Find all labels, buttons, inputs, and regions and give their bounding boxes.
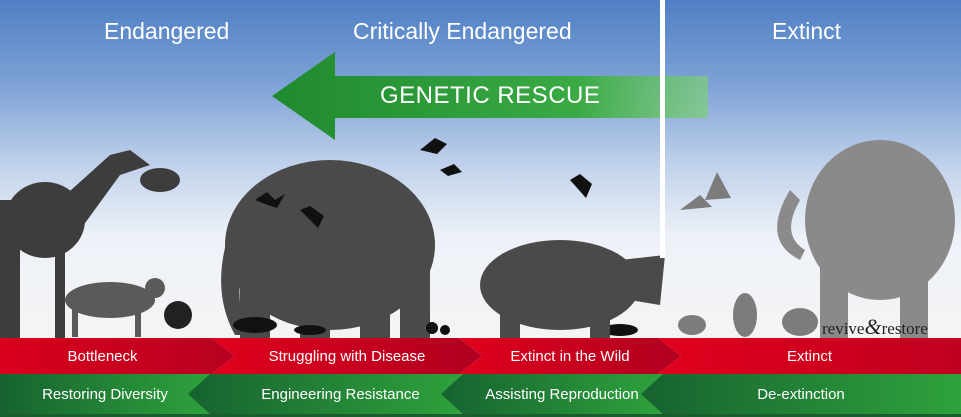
heading-critically-endangered: Critically Endangered: [353, 18, 572, 44]
solution-assisting-reproduction: Assisting Reproduction: [441, 374, 663, 414]
heading-endangered: Endangered: [104, 18, 230, 44]
animal-silhouettes: [0, 52, 955, 338]
stage-bottleneck: Bottleneck: [0, 338, 235, 374]
heading-extinct: Extinct: [772, 18, 842, 44]
cheetah-silhouette: [65, 278, 165, 337]
solution-label: Engineering Resistance: [261, 385, 420, 403]
stage-struggling-with-disease: Struggling with Disease: [212, 338, 482, 374]
stage-label: Extinct: [786, 347, 832, 365]
solutions-bar: Restoring Diversity Engineering Resistan…: [0, 374, 961, 414]
stage-label: Bottleneck: [67, 347, 138, 365]
small-animals-silhouettes: [233, 138, 638, 336]
rhino-silhouette: [480, 240, 665, 338]
solution-label: Assisting Reproduction: [485, 385, 639, 403]
solution-label: De-extinction: [757, 385, 845, 403]
threat-stages-bar: Bottleneck Struggling with Disease Extin…: [0, 338, 961, 374]
genetic-rescue-arrow: [272, 52, 708, 140]
bird-silhouette: [164, 301, 192, 329]
solution-restoring-diversity: Restoring Diversity: [0, 374, 210, 414]
solution-de-extinction: De-extinction: [641, 374, 961, 414]
stage-label: Extinct in the Wild: [510, 347, 630, 365]
logo-text-restore: restore: [881, 319, 928, 338]
mammoth-silhouette: [777, 140, 955, 338]
revive-restore-logo: revive&restore: [822, 314, 928, 340]
stage-extinct: Extinct: [658, 338, 961, 374]
bottom-border: [0, 414, 961, 417]
extinction-divider-line: [660, 0, 665, 258]
solution-label: Restoring Diversity: [42, 385, 168, 403]
logo-text-revive: revive: [822, 319, 865, 338]
elephant-silhouette: [221, 160, 435, 338]
giraffe-silhouette: [0, 150, 180, 338]
stage-label: Struggling with Disease: [268, 347, 426, 365]
solution-engineering-resistance: Engineering Resistance: [188, 374, 463, 414]
logo-ampersand: &: [864, 314, 882, 339]
genetic-rescue-label: GENETIC RESCUE: [380, 82, 601, 109]
extinct-birds-silhouettes: [678, 172, 818, 337]
stage-extinct-in-the-wild: Extinct in the Wild: [459, 338, 681, 374]
